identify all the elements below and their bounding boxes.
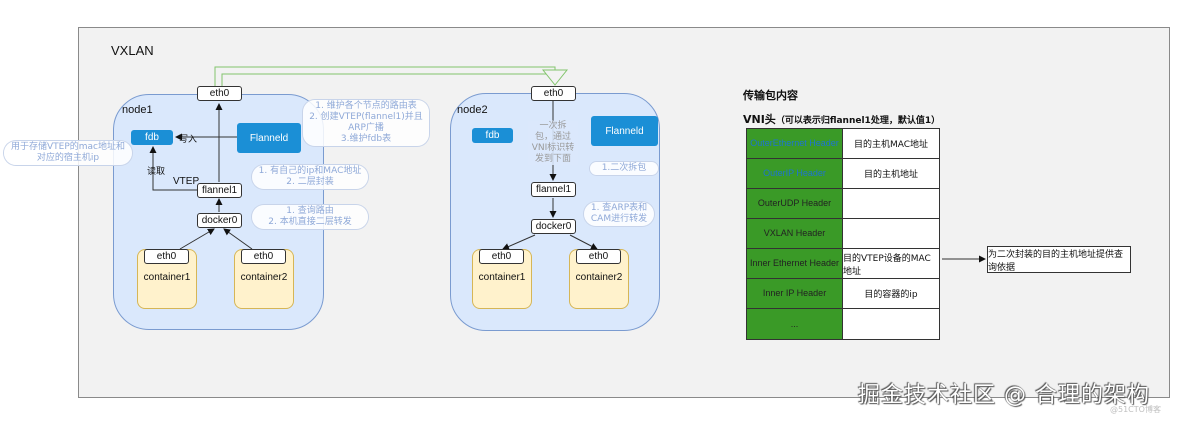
- packet-desc-cell: 目的主机地址: [843, 159, 939, 188]
- note-line: 包，通过: [534, 132, 571, 142]
- inner-ethernet-callout: 为二次封装的目的主机地址提供查询依据: [987, 246, 1131, 273]
- node2-docker0: docker0: [531, 219, 576, 234]
- watermark: 掘金技术社区 @ 合理的架构: [858, 383, 1150, 408]
- packet-table-row: VXLAN Header: [747, 219, 939, 249]
- flannel1-read-fdb-arrow: [149, 146, 200, 191]
- container-name: container2: [240, 272, 288, 283]
- node2-flanneld: Flanneld: [591, 116, 658, 146]
- packet-desc-cell: [843, 189, 939, 218]
- packet-header-cell: ...: [747, 309, 843, 339]
- node2-container2-eth0: eth0: [576, 249, 621, 264]
- node1-label: node1: [122, 104, 153, 116]
- node2-eth0: eth0: [531, 86, 576, 101]
- diagram-title: VXLAN: [111, 43, 154, 58]
- packet-header-cell: OuterEthernet Header: [747, 129, 843, 158]
- docker0-to-container2-arrow: [569, 234, 598, 250]
- note-line: CAM进行转发: [590, 214, 648, 224]
- node1-write-label: 写入: [179, 134, 198, 144]
- node2-container1-eth0: eth0: [479, 249, 524, 264]
- packet-table-row: ...: [747, 309, 939, 339]
- docker0-to-container1-arrow: [502, 234, 536, 250]
- packet-table-row: OuterUDP Header: [747, 189, 939, 219]
- note-line: 1. 有自己的ip和MAC地址: [258, 166, 362, 176]
- note-line: 3.维护fdb表: [340, 134, 392, 144]
- packet-desc-cell: [843, 219, 939, 248]
- node2-eth0-note: 一次拆 包，通过 VNI标识转 发到下面: [528, 121, 578, 165]
- note-line: 1. 查ARP表和: [590, 203, 648, 213]
- note-line: 发到下面: [534, 154, 571, 164]
- node2-label: node2: [457, 104, 488, 116]
- packet-section-title: 传输包内容: [743, 89, 798, 102]
- vxlan-tunnel-arrow: [214, 66, 569, 87]
- note-line: VNI标识转: [531, 143, 575, 153]
- container1-to-docker0-arrow: [179, 228, 215, 250]
- packet-header-cell: Inner Ethernet Header: [747, 249, 843, 278]
- node1-flanneld: Flanneld: [237, 123, 301, 153]
- node1-container1-eth0: eth0: [144, 249, 189, 264]
- watermark-small: @51CTO博客: [1110, 405, 1161, 414]
- node1-eth0: eth0: [197, 86, 242, 101]
- node2-docker0-note-cloud: 1. 查ARP表和 CAM进行转发: [584, 202, 654, 226]
- vni-title: VNI头: [743, 113, 776, 126]
- flannel1-note-cloud: 1. 有自己的ip和MAC地址 2. 二层封装: [252, 165, 368, 189]
- note-line: 2. 二层封装: [286, 177, 334, 187]
- node1-container2-eth0: eth0: [241, 249, 286, 264]
- node1-read-label: 读取: [147, 166, 166, 176]
- container2-to-docker0-arrow: [223, 228, 253, 250]
- packet-header-cell: VXLAN Header: [747, 219, 843, 248]
- docker0-note-cloud: 1. 查询路由 2. 本机直接二层转发: [252, 205, 368, 229]
- note-line: 2. 创建VTEP(flannel1)并且ARP广播: [309, 112, 423, 133]
- container-name: container1: [478, 272, 526, 283]
- container-name: container1: [143, 272, 191, 283]
- node1-flannel1: flannel1: [197, 183, 242, 198]
- node1-docker0: docker0: [197, 213, 242, 228]
- packet-desc-cell: 目的容器的ip: [843, 279, 939, 308]
- packet-desc-cell: 目的VTEP设备的MAC地址: [843, 249, 939, 278]
- node1-vtep-label: VTEP: [173, 176, 200, 187]
- node2-flannel1: flannel1: [531, 182, 576, 197]
- packet-header-cell: OuterIP Header: [747, 159, 843, 188]
- packet-desc-cell: 目的主机MAC地址: [843, 129, 939, 158]
- fdb-note-cloud: 用于存储VTEP的mac地址和对应的宿主机ip: [4, 141, 132, 165]
- vni-note: （可以表示归flannel1处理，默认值1）: [775, 116, 941, 126]
- node2-fdb: fdb: [472, 128, 513, 143]
- note-line: 一次拆: [539, 121, 567, 131]
- note-line: 1. 维护各个节点的路由表: [315, 101, 417, 111]
- vni-heading: VNI头（可以表示归flannel1处理，默认值1）: [743, 111, 940, 127]
- node1-fdb: fdb: [131, 130, 173, 145]
- note-line: 2. 本机直接二层转发: [268, 217, 352, 227]
- node2-flannel1-note-cloud: 1.二次拆包: [590, 162, 658, 175]
- flanneld-note-cloud: 1. 维护各个节点的路由表 2. 创建VTEP(flannel1)并且ARP广播…: [303, 100, 429, 146]
- packet-header-cell: Inner IP Header: [747, 279, 843, 308]
- container-name: container2: [575, 272, 623, 283]
- note-line: 1. 查询路由: [286, 206, 334, 216]
- packet-header-cell: OuterUDP Header: [747, 189, 843, 218]
- packet-desc-cell: [843, 309, 939, 339]
